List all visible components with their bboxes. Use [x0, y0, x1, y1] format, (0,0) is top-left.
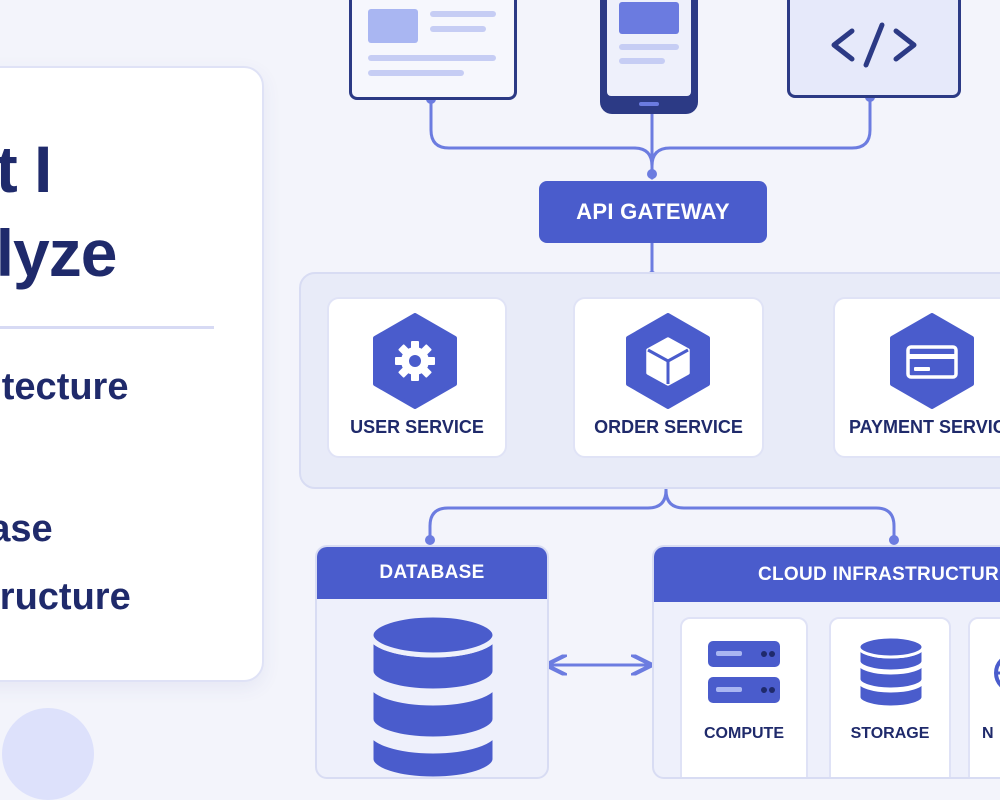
cloud-header: CLOUD INFRASTRUCTUR: [654, 547, 1000, 602]
divider: [0, 326, 214, 329]
cloud-infrastructure-panel: CLOUD INFRASTRUCTUR COMPUTE STORAGE: [652, 545, 1000, 779]
storage-label: STORAGE: [850, 725, 930, 742]
gear-icon: [373, 313, 457, 409]
api-gateway: API GATEWAY: [539, 181, 767, 243]
mobile-phone-icon: [607, 0, 691, 106]
api-client: [787, 0, 961, 98]
compute-card: COMPUTE: [680, 617, 808, 777]
web-client: [349, 0, 517, 100]
user-service-card: USER SERVICE: [327, 297, 507, 458]
connector-code: [650, 95, 872, 168]
left-item-infrastructure: structure: [0, 576, 131, 618]
left-card: at I alyze hitecture base structure: [0, 66, 264, 682]
database-icon: [368, 612, 498, 777]
left-item-architecture: hitecture: [0, 366, 129, 408]
server-icon: [708, 641, 780, 703]
left-title-line2: alyze: [0, 216, 117, 290]
web-page-icon: [368, 9, 496, 76]
storage-icon: [857, 635, 925, 709]
connector-db: [428, 458, 668, 542]
compute-label: COMPUTE: [704, 725, 784, 742]
network-card: N: [968, 617, 1000, 777]
left-item-database: base: [0, 508, 53, 550]
left-title-line1: at I: [0, 132, 52, 206]
storage-card: STORAGE: [829, 617, 951, 777]
payment-service-label: PAYMENT SERVIC: [849, 417, 1000, 437]
database-header: DATABASE: [317, 547, 547, 599]
order-service-card: ORDER SERVICE: [573, 297, 764, 458]
mobile-client: [600, 0, 698, 114]
user-service-label: USER SERVICE: [350, 417, 484, 437]
database-panel: DATABASE: [315, 545, 549, 779]
connector-cloud: [664, 488, 896, 542]
box-icon: [626, 313, 710, 409]
code-icon: [831, 22, 917, 68]
network-label: N: [982, 725, 994, 742]
order-service-label: ORDER SERVICE: [594, 417, 743, 437]
credit-card-icon: [890, 313, 974, 409]
network-icon: [994, 658, 1000, 688]
payment-service-card: PAYMENT SERVIC: [833, 297, 1000, 458]
